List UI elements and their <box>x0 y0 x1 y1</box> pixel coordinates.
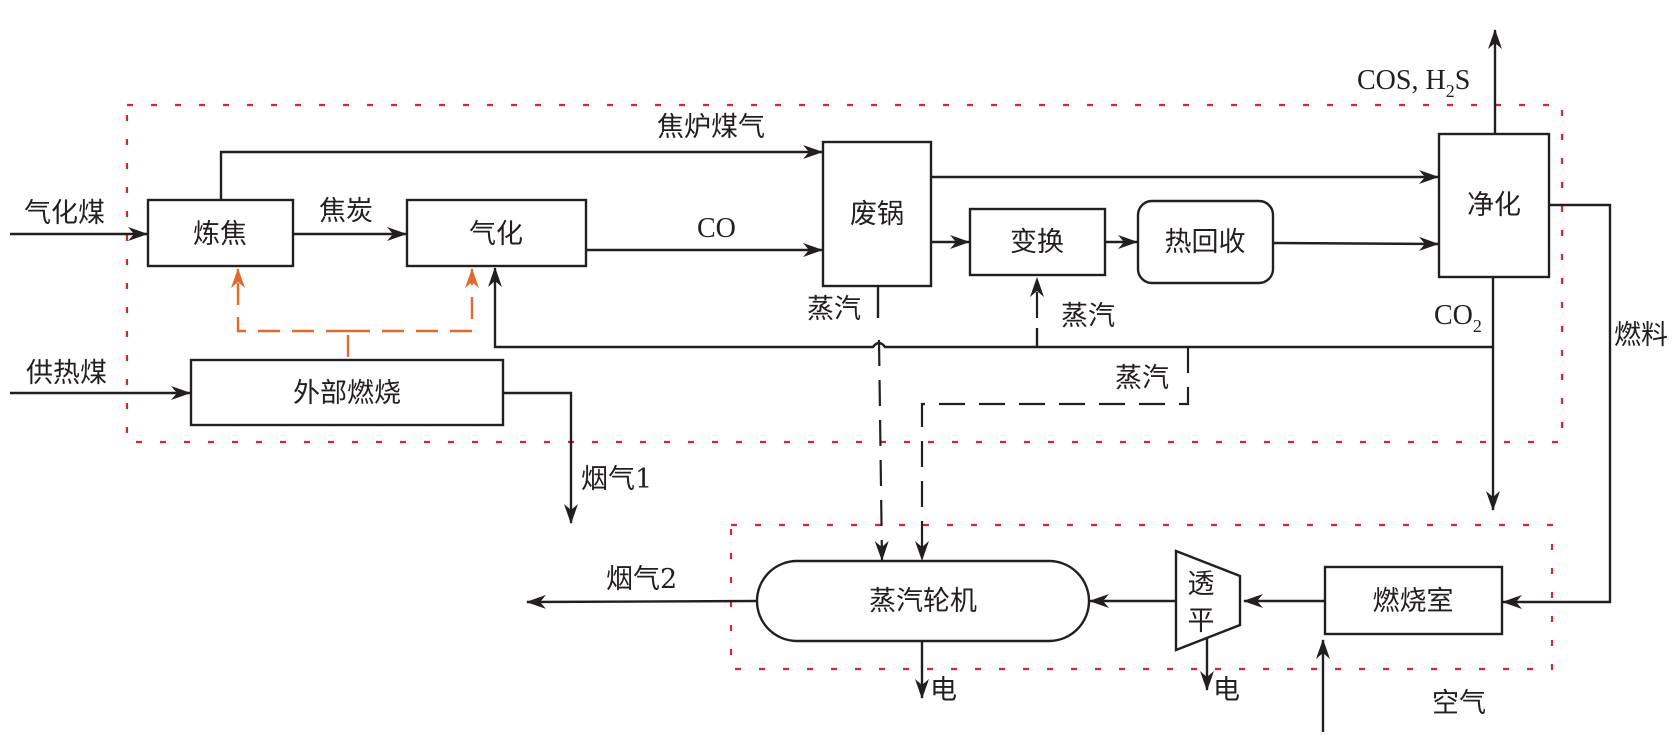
return-steam-dashed-arrow <box>915 347 1190 561</box>
cos-h2s-label: COS, H2S <box>1357 65 1470 101</box>
gas-turbine-label-1: 透 <box>1188 569 1215 600</box>
flue-gas-1-arrow <box>503 391 578 524</box>
shift-steam-label: 蒸汽 <box>1061 301 1115 332</box>
return-steam-label: 蒸汽 <box>1115 363 1169 394</box>
fuel-label: 燃料 <box>1614 320 1668 351</box>
gasification-unit <box>405 198 588 268</box>
shift-label: 变换 <box>1010 227 1064 258</box>
flue-gas-1-label: 烟气1 <box>581 464 652 495</box>
flue-gas-2-arrow <box>526 594 758 609</box>
co2-recycle-arrow <box>488 267 1493 349</box>
coke-oven-gas-arrow <box>219 145 823 200</box>
gas-turbine-label-2: 平 <box>1188 606 1215 637</box>
coking-unit <box>146 198 295 268</box>
combustor-unit <box>1323 565 1504 636</box>
waste-boiler-unit <box>821 140 933 288</box>
co-label: CO <box>697 213 736 244</box>
flue-gas-2-label: 烟气2 <box>606 564 677 595</box>
co2-label: CO2 <box>1434 300 1482 336</box>
steam-turbine-unit <box>755 559 1091 643</box>
waste-boiler-label: 废锅 <box>850 199 904 230</box>
purification-unit <box>1437 132 1551 279</box>
heat-recovery-to-purification-arrow <box>1272 236 1439 251</box>
heat-to-gasification-arrow <box>348 268 479 333</box>
gasification-coal-label: 气化煤 <box>24 198 105 229</box>
purification-label: 净化 <box>1467 190 1521 221</box>
shift-unit <box>968 207 1107 277</box>
combustor-label: 燃烧室 <box>1373 586 1454 617</box>
heat-recovery-unit <box>1136 199 1275 285</box>
gas-turbine-unit <box>1174 549 1242 652</box>
boiler-steam-dashed-arrow <box>874 339 889 561</box>
gasification-label: 气化 <box>469 219 523 250</box>
coking-label: 炼焦 <box>193 219 247 250</box>
power-island-boundary <box>729 523 1554 671</box>
heat-recovery-label: 热回收 <box>1165 227 1246 258</box>
external-combustion-unit <box>189 358 505 427</box>
steam-turbine-label: 蒸汽轮机 <box>869 586 977 617</box>
steam-turbine-electricity-label: 电 <box>930 675 957 706</box>
coke-oven-gas-label: 焦炉煤气 <box>657 112 765 143</box>
gas-turbine-electricity-label: 电 <box>1213 675 1240 706</box>
heating-coal-label: 供热煤 <box>26 358 107 389</box>
external-combustion-label: 外部燃烧 <box>293 378 401 409</box>
heat-to-coking-arrow <box>231 268 348 333</box>
air-label: 空气 <box>1432 688 1486 719</box>
char-label: 焦炭 <box>319 196 373 227</box>
boiler-steam-label: 蒸汽 <box>807 294 861 325</box>
fuel-arrow <box>1502 203 1612 609</box>
